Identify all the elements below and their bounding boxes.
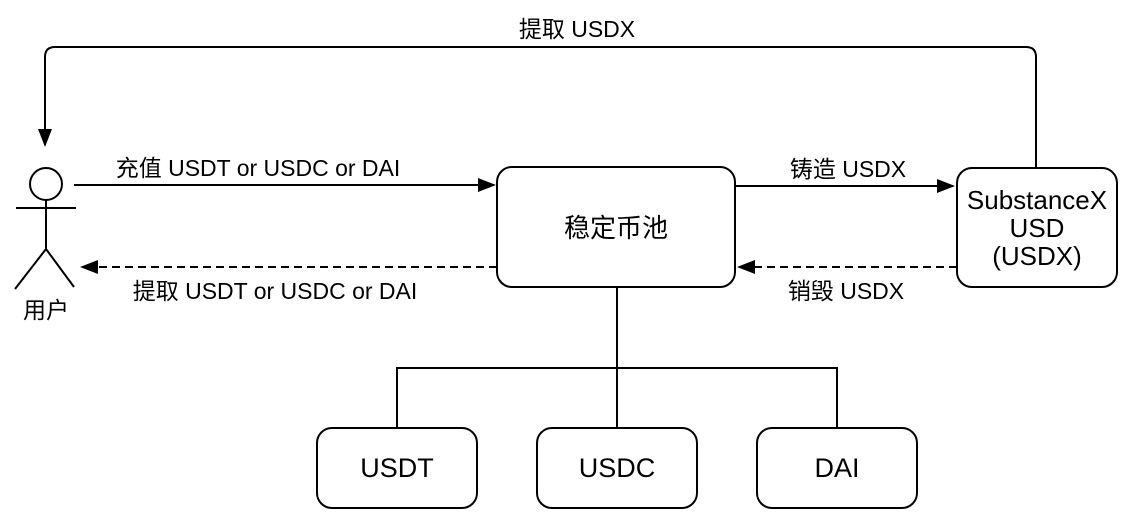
deposit-arrow: 充值 USDT or USDC or DAI — [74, 155, 496, 192]
withdraw-stable-arrow-label: 提取 USDT or USDC or DAI — [133, 278, 418, 304]
dai-node: DAI — [756, 427, 918, 509]
usdx-node-label-line3: (USDX) — [992, 241, 1082, 271]
mint-arrow-label: 铸造 USDX — [790, 156, 906, 182]
dai-node-box — [756, 427, 918, 509]
usdt-node-label: USDT — [360, 453, 434, 483]
user-actor: 用户 — [14, 167, 76, 323]
actor-head — [29, 167, 63, 201]
usdc-node-box — [536, 427, 698, 509]
withdraw-usdx-arrow-label: 提取 USDX — [519, 16, 635, 42]
pool-node-box — [496, 166, 736, 288]
usdc-node-label: USDC — [579, 453, 656, 483]
pool-node-label: 稳定币池 — [564, 213, 668, 243]
user-actor-label: 用户 — [23, 297, 69, 323]
usdx-node-box — [956, 167, 1118, 288]
mint-arrow: 铸造 USDX — [735, 156, 955, 193]
burn-arrow-label: 销毁 USDX — [788, 278, 904, 304]
usdx-node: SubstanceX USD (USDX) — [956, 167, 1118, 288]
deposit-arrow-label: 充值 USDT or USDC or DAI — [116, 155, 401, 181]
actor-left-leg — [14, 248, 47, 290]
dai-node-label: DAI — [814, 453, 859, 483]
usdt-node: USDT — [316, 427, 478, 509]
withdraw-usdx-arrow-line — [38, 46, 1037, 167]
usdt-node-box — [316, 427, 478, 509]
burn-arrow: 销毁 USDX — [737, 260, 957, 304]
usdx-node-label-line1: SubstanceX — [967, 185, 1107, 215]
actor-right-leg — [45, 248, 75, 288]
withdraw-stable-arrow: 提取 USDT or USDC or DAI — [80, 260, 497, 304]
withdraw-usdx-arrow: 提取 USDX — [38, 16, 1037, 167]
usdc-node: USDC — [536, 427, 698, 509]
usdx-node-label-line2: USD — [1010, 213, 1065, 243]
pool-node: 稳定币池 — [496, 166, 736, 288]
pool-reserves-connectors — [396, 288, 838, 428]
